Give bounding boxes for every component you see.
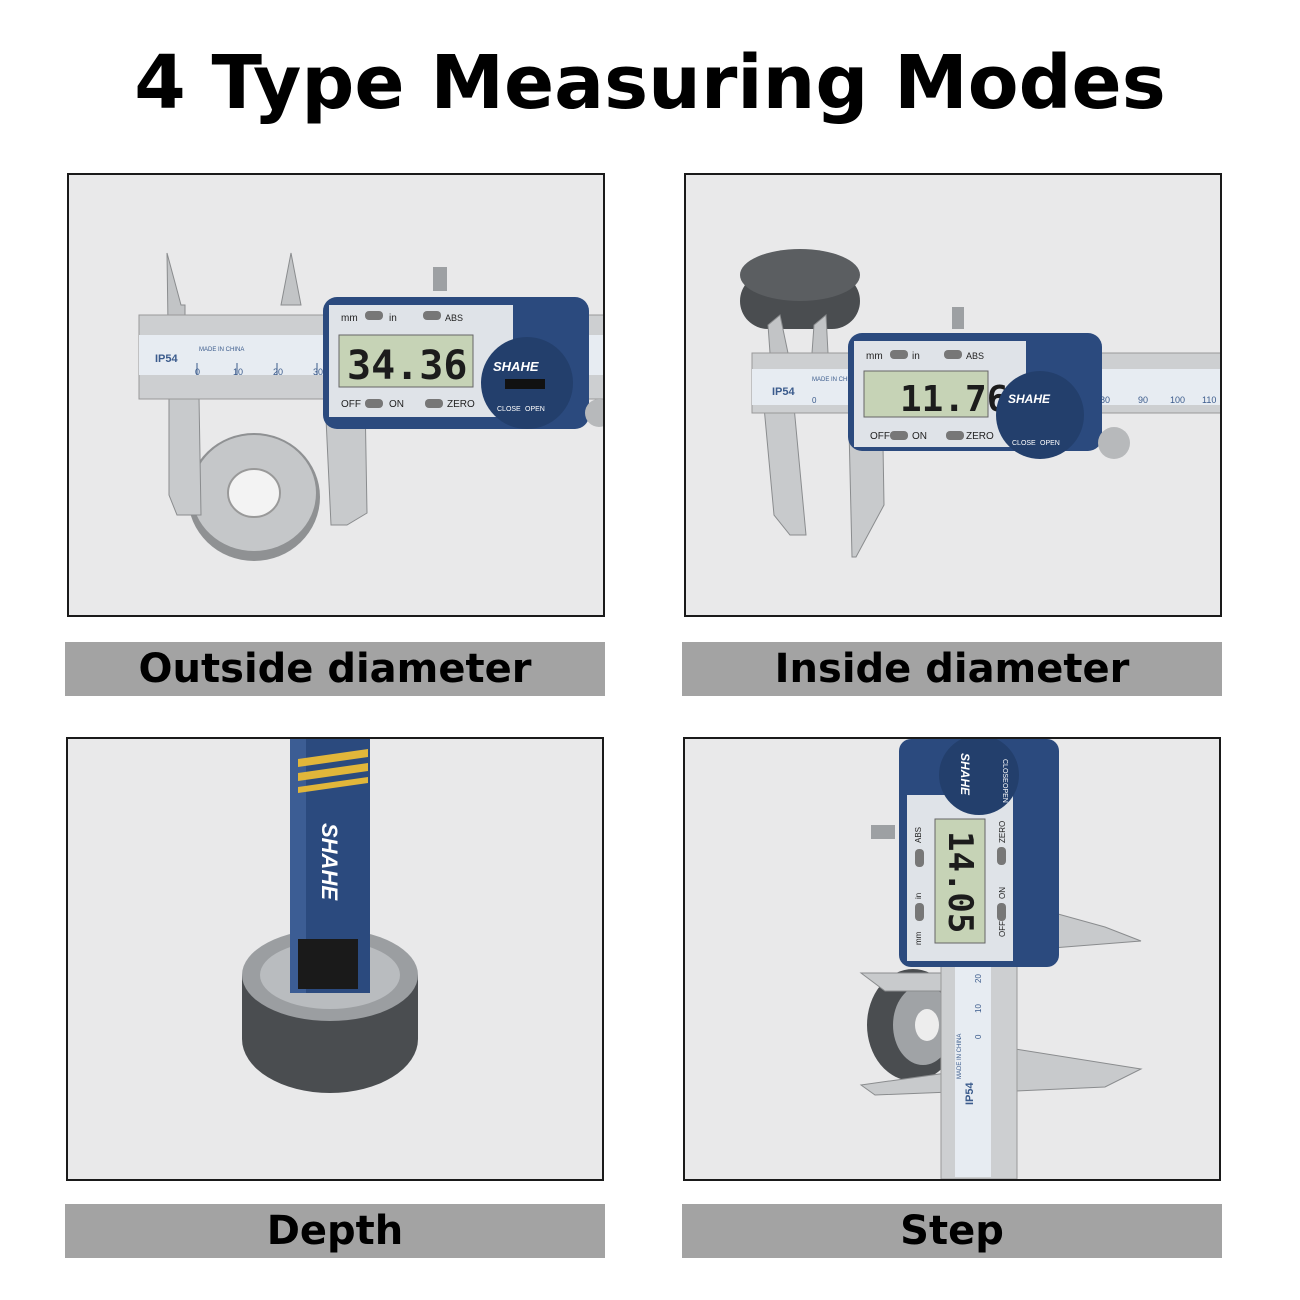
in-label: in [389, 313, 397, 324]
knurled-ring [740, 249, 860, 329]
ip-rating: IP54 [155, 353, 179, 365]
power-button[interactable] [365, 399, 383, 408]
scale-tick-label: 100 [1170, 395, 1185, 405]
off-label: OFF [870, 431, 890, 442]
zero-label: ZERO [998, 821, 1007, 843]
caption-outside-diameter: Outside diameter [65, 642, 605, 696]
zero-button[interactable] [425, 399, 443, 408]
scale-tick-label: 20 [273, 367, 283, 377]
lcd-reading: 14.05 [940, 831, 980, 933]
open-label: OPEN [1001, 783, 1008, 803]
scale-tick-label: 0 [195, 367, 200, 377]
close-label: CLOSE [1012, 440, 1036, 447]
zero-button[interactable] [946, 431, 964, 440]
off-label: OFF [341, 399, 361, 410]
abs-button[interactable] [423, 311, 441, 320]
on-label: ON [389, 399, 404, 410]
on-label: ON [912, 431, 927, 442]
mm-in-button[interactable] [890, 350, 908, 359]
photo-outside-diameter: IP54 MADE IN CHINA 0 10 20 30 34.36 mm i… [67, 173, 605, 617]
caption-inside-diameter: Inside diameter [682, 642, 1222, 696]
photo-inside-diameter: IP54 MADE IN CHINA 0 80 90 100 110 11.76… [684, 173, 1222, 617]
power-button[interactable] [890, 431, 908, 440]
scale-strip [955, 957, 991, 1177]
photo-depth: SHAHE [66, 737, 604, 1181]
brand-logo: SHAHE [1008, 392, 1051, 406]
zero-label: ZERO [966, 431, 994, 442]
battery-cover-icon [505, 379, 545, 389]
scale-tick-label: 0 [974, 1034, 983, 1039]
on-label: ON [998, 887, 1007, 899]
scale-tick-label: 80 [1100, 395, 1110, 405]
thumb-wheel-icon [1098, 427, 1130, 459]
abs-button[interactable] [944, 350, 962, 359]
abs-label: ABS [914, 827, 923, 843]
caliper-display-body: 34.36 mm in ABS OFF ON ZERO SHAHE CLOSE … [323, 267, 603, 429]
caliper-display-body: 11.76 mm in ABS OFF ON ZERO SHAHE CLOSE … [848, 307, 1130, 459]
in-label: in [914, 893, 923, 899]
made-in-label: MADE IN CHINA [957, 1034, 963, 1079]
scale-tick-label: 30 [313, 367, 323, 377]
caption-step: Step [682, 1204, 1222, 1258]
in-label: in [912, 351, 920, 362]
mm-in-button[interactable] [365, 311, 383, 320]
open-label: OPEN [525, 406, 545, 413]
abs-label: ABS [445, 313, 463, 323]
abs-label: ABS [966, 351, 984, 361]
scale-tick-label: 10 [974, 1004, 983, 1013]
scale-tick-label: 110 [1202, 395, 1216, 405]
mm-label: mm [914, 931, 923, 945]
ip-rating: IP54 [964, 1081, 976, 1105]
mm-label: mm [341, 313, 358, 324]
lcd-reading: 34.36 [347, 343, 467, 389]
mm-label: mm [866, 351, 883, 362]
ip-rating: IP54 [772, 386, 796, 398]
page-title: 4 Type Measuring Modes [134, 40, 1166, 126]
zero-label: ZERO [447, 399, 475, 410]
close-label: CLOSE [1001, 759, 1008, 783]
thumb-wheel-icon [585, 399, 603, 427]
lcd-reading: 11.76 [900, 379, 1008, 420]
brand-logo: SHAHE [958, 753, 972, 796]
photo-step: IP54 MADE IN CHINA 0 10 20 14.05 ABS in … [683, 737, 1221, 1181]
abs-button[interactable] [915, 849, 924, 867]
brand-logo: SHAHE [493, 359, 539, 374]
zero-button[interactable] [997, 847, 1006, 865]
gauge-ring [188, 433, 320, 561]
close-label: CLOSE [497, 406, 521, 413]
brand-logo: SHAHE [317, 823, 342, 901]
made-in-label: MADE IN CHINA [199, 347, 244, 353]
made-in-label: MADE IN CHINA [812, 377, 857, 383]
knurled-ring [867, 969, 959, 1081]
caption-depth: Depth [65, 1204, 605, 1258]
caliper-beam [290, 739, 370, 993]
scale-tick-label: 20 [974, 974, 983, 983]
caliper-display-body: 14.05 ABS in mm ZERO ON OFF SHAHE CLOSE … [871, 739, 1059, 967]
scale-tick-label: 10 [233, 367, 243, 377]
power-button[interactable] [997, 903, 1006, 921]
scale-tick-label: 90 [1138, 395, 1148, 405]
off-label: OFF [998, 921, 1007, 937]
mm-in-button[interactable] [915, 903, 924, 921]
open-label: OPEN [1040, 440, 1060, 447]
scale-tick-label: 0 [812, 396, 817, 405]
